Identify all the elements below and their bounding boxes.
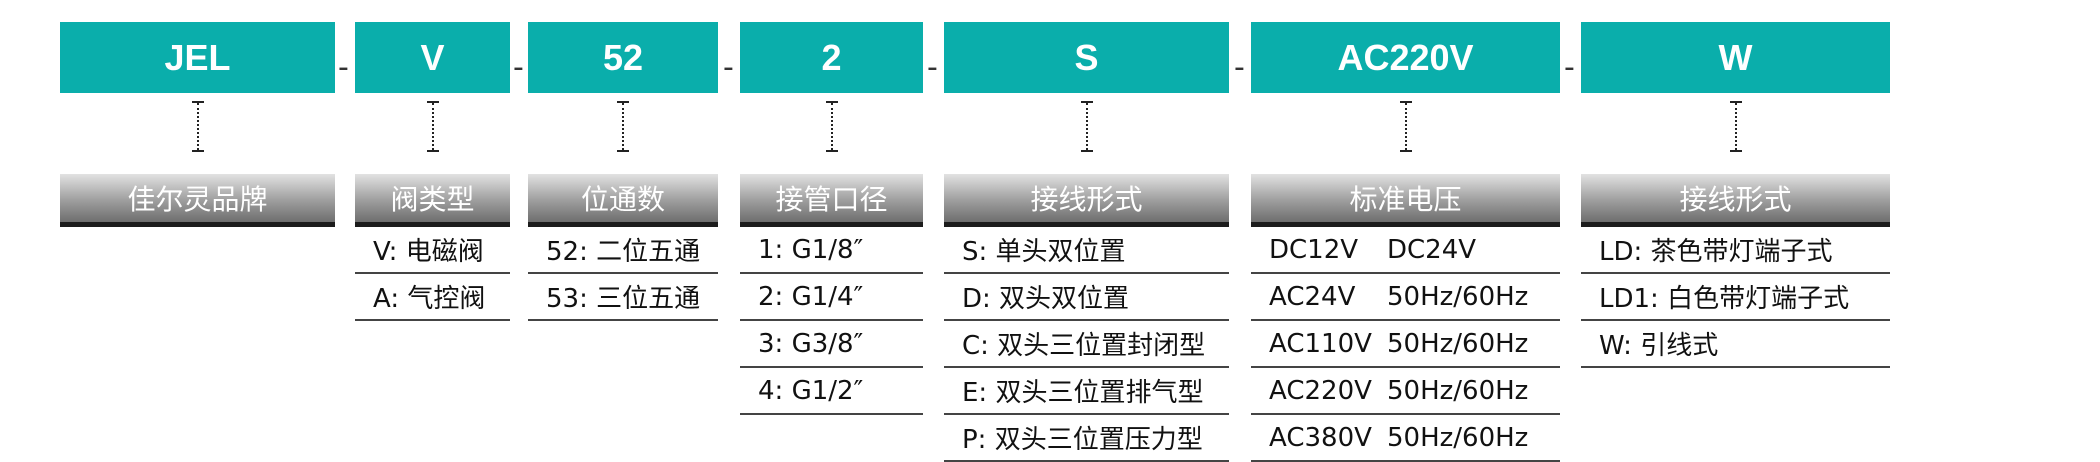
segment-valve-type: V 阀类型 V: 电磁阀 A: 气控阀 <box>355 22 510 321</box>
separator-dash: - <box>723 50 734 85</box>
frequency-value: DC24V <box>1387 234 1477 265</box>
segment-brand: JEL 佳尔灵品牌 <box>60 22 335 227</box>
option-row: DC12V DC24V <box>1251 227 1560 274</box>
option-row: 52: 二位五通 <box>528 227 718 274</box>
voltage-value: AC110V <box>1269 328 1372 359</box>
voltage-value: AC24V <box>1269 281 1356 312</box>
frequency-value: 50Hz/60Hz <box>1387 422 1529 453</box>
voltage-value: DC12V <box>1269 234 1359 265</box>
code-box-coil-type: S <box>944 22 1229 93</box>
dotted-connector <box>1251 93 1560 174</box>
option-row: AC380V 50Hz/60Hz <box>1251 415 1560 462</box>
option-row: W: 引线式 <box>1581 321 1890 368</box>
label-brand: 佳尔灵品牌 <box>60 174 335 227</box>
option-row: D: 双头双位置 <box>944 274 1229 321</box>
voltage-value: AC220V <box>1269 375 1372 406</box>
option-row: V: 电磁阀 <box>355 227 510 274</box>
frequency-value: 50Hz/60Hz <box>1387 375 1529 406</box>
label-wiring: 接线形式 <box>1581 174 1890 227</box>
code-box-voltage: AC220V <box>1251 22 1560 93</box>
dotted-connector <box>528 93 718 174</box>
label-valve-type: 阀类型 <box>355 174 510 227</box>
separator-dash: - <box>513 50 524 85</box>
code-box-wiring: W <box>1581 22 1890 93</box>
segment-voltage: AC220V 标准电压 DC12V DC24V AC24V 50Hz/60Hz AC… <box>1251 22 1560 462</box>
option-row: 3: G3/8″ <box>740 321 923 368</box>
segment-wiring: W 接线形式 LD: 茶色带灯端子式 LD1: 白色带灯端子式 W: 引线式 <box>1581 22 1890 368</box>
option-row: 1: G1/8″ <box>740 227 923 274</box>
segment-coil-type: S 接线形式 S: 单头双位置 D: 双头双位置 C: 双头三位置封闭型 E: … <box>944 22 1229 462</box>
option-row: AC24V 50Hz/60Hz <box>1251 274 1560 321</box>
code-box-valve-type: V <box>355 22 510 93</box>
option-row: P: 双头三位置压力型 <box>944 415 1229 462</box>
dotted-connector <box>740 93 923 174</box>
option-row: S: 单头双位置 <box>944 227 1229 274</box>
voltage-value: AC380V <box>1269 422 1372 453</box>
separator-dash: - <box>927 50 938 85</box>
frequency-value: 50Hz/60Hz <box>1387 328 1529 359</box>
separator-dash: - <box>1564 50 1575 85</box>
option-row: 53: 三位五通 <box>528 274 718 321</box>
separator-dash: - <box>1234 50 1245 85</box>
label-positions: 位通数 <box>528 174 718 227</box>
option-row: AC220V 50Hz/60Hz <box>1251 368 1560 415</box>
segment-positions: 52 位通数 52: 二位五通 53: 三位五通 <box>528 22 718 321</box>
option-row: E: 双头三位置排气型 <box>944 368 1229 415</box>
option-row: AC110V 50Hz/60Hz <box>1251 321 1560 368</box>
option-row: C: 双头三位置封闭型 <box>944 321 1229 368</box>
option-row: 4: G1/2″ <box>740 368 923 415</box>
code-box-brand: JEL <box>60 22 335 93</box>
option-row: LD1: 白色带灯端子式 <box>1581 274 1890 321</box>
dotted-connector <box>355 93 510 174</box>
dotted-connector <box>1581 93 1890 174</box>
segment-port-size: 2 接管口径 1: G1/8″ 2: G1/4″ 3: G3/8″ 4: G1/… <box>740 22 923 415</box>
dotted-connector <box>60 93 335 174</box>
code-box-port-size: 2 <box>740 22 923 93</box>
label-port-size: 接管口径 <box>740 174 923 227</box>
label-voltage: 标准电压 <box>1251 174 1560 227</box>
separator-dash: - <box>338 50 349 85</box>
option-row: 2: G1/4″ <box>740 274 923 321</box>
dotted-connector <box>944 93 1229 174</box>
option-row: LD: 茶色带灯端子式 <box>1581 227 1890 274</box>
option-row: A: 气控阀 <box>355 274 510 321</box>
code-box-positions: 52 <box>528 22 718 93</box>
frequency-value: 50Hz/60Hz <box>1387 281 1529 312</box>
label-coil-type: 接线形式 <box>944 174 1229 227</box>
